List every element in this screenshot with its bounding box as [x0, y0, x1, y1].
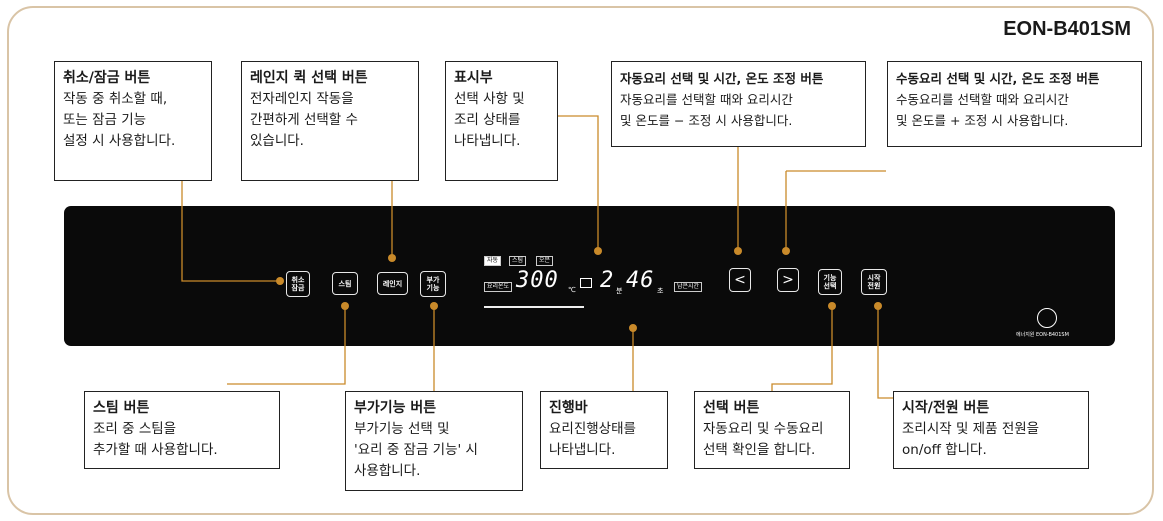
- callout-display: 표시부 선택 사항 및 조리 상태를 나타냅니다.: [445, 61, 558, 181]
- callout-title: 표시부: [454, 70, 493, 86]
- callout-steam: 스팀 버튼 조리 중 스팀을 추가할 때 사용합니다.: [84, 391, 280, 469]
- callout-desc: 작동 중 취소할 때, 또는 잠금 기능 설정 시 사용합니다.: [63, 91, 176, 149]
- callout-auto-adjust: 자동요리 선택 및 시간, 온도 조정 버튼 자동요리를 선택할 때와 요리시간…: [611, 61, 866, 147]
- second-unit: 초: [657, 287, 664, 295]
- callout-desc: 자동요리를 선택할 때와 요리시간 및 온도를 − 조정 시 사용합니다.: [620, 92, 793, 128]
- callout-cancel-lock: 취소/잠금 버튼 작동 중 취소할 때, 또는 잠금 기능 설정 시 사용합니다…: [54, 61, 212, 181]
- temp-readout: 300: [516, 268, 559, 293]
- callout-desc: 요리진행상태를 나타냅니다.: [549, 421, 636, 458]
- callout-progress: 진행바 요리진행상태를 나타냅니다.: [540, 391, 668, 469]
- progress-bar: [484, 306, 584, 308]
- brand-logo-icon: [1037, 308, 1057, 328]
- temp-label-chip: 요리온도: [484, 282, 513, 292]
- callout-title: 부가기능 버튼: [354, 400, 437, 416]
- function-select-button[interactable]: 기능 선택: [818, 269, 842, 295]
- callout-select: 선택 버튼 자동요리 및 수동요리 선택 확인을 합니다.: [694, 391, 850, 469]
- callout-desc: 조리시작 및 제품 전원을 on/off 합니다.: [902, 421, 1040, 458]
- callout-title: 취소/잠금 버튼: [63, 70, 151, 86]
- mode-chip-oven: 오븐: [536, 256, 554, 266]
- cancel-lock-button[interactable]: 취소 잠금: [286, 271, 310, 297]
- right-arrow-button[interactable]: >: [777, 268, 799, 292]
- callout-extra: 부가기능 버튼 부가기능 선택 및 '요리 중 잠금 기능' 시 사용합니다.: [345, 391, 523, 491]
- callout-title: 선택 버튼: [703, 400, 760, 416]
- callout-desc: 전자레인지 작동을 간편하게 선택할 수 있습니다.: [250, 91, 358, 149]
- callout-title: 자동요리 선택 및 시간, 온도 조정 버튼: [620, 71, 824, 86]
- second-readout: 46: [626, 268, 655, 293]
- callout-title: 스팀 버튼: [93, 400, 150, 416]
- callout-start-power: 시작/전원 버튼 조리시작 및 제품 전원을 on/off 합니다.: [893, 391, 1089, 469]
- callout-desc: 자동요리 및 수동요리 선택 확인을 합니다.: [703, 421, 824, 458]
- mode-chip-steam: 스팀: [509, 256, 527, 266]
- temp-unit: ℃: [568, 286, 576, 294]
- callout-desc: 조리 중 스팀을 추가할 때 사용합니다.: [93, 421, 218, 458]
- model-name: EON-B401SM: [1003, 18, 1131, 40]
- callout-desc: 부가기능 선택 및 '요리 중 잠금 기능' 시 사용합니다.: [354, 421, 478, 479]
- callout-desc: 선택 사항 및 조리 상태를 나타냅니다.: [454, 91, 525, 149]
- range-quick-button[interactable]: 레인지: [377, 272, 408, 295]
- remaining-time-chip: 남은시간: [674, 282, 703, 292]
- steam-button[interactable]: 스팀: [332, 272, 358, 295]
- timer-icon: [580, 278, 592, 288]
- extra-function-button[interactable]: 부가 기능: [420, 271, 446, 297]
- callout-title: 수동요리 선택 및 시간, 온도 조정 버튼: [896, 71, 1100, 86]
- brand-logo-text: 에너지원 EON-B401SM: [1016, 332, 1069, 338]
- minute-readout: 2: [600, 268, 614, 293]
- left-arrow-button[interactable]: <: [729, 268, 751, 292]
- callout-title: 레인지 퀵 선택 버튼: [250, 70, 368, 86]
- callout-title: 시작/전원 버튼: [902, 400, 990, 416]
- minute-unit: 분: [616, 287, 623, 295]
- callout-range-quick: 레인지 퀵 선택 버튼 전자레인지 작동을 간편하게 선택할 수 있습니다.: [241, 61, 419, 181]
- callout-desc: 수동요리를 선택할 때와 요리시간 및 온도를 + 조정 시 사용합니다.: [896, 92, 1069, 128]
- control-panel: 취소 잠금 스팀 레인지 부가 기능 자동 스팀 오븐 요리온도 300 ℃ 2…: [64, 206, 1115, 346]
- mode-chip-auto: 자동: [484, 256, 502, 266]
- start-power-button[interactable]: 시작 전원: [861, 269, 887, 295]
- callout-manual-adjust: 수동요리 선택 및 시간, 온도 조정 버튼 수동요리를 선택할 때와 요리시간…: [887, 61, 1142, 147]
- outer-frame: [7, 6, 1154, 515]
- callout-title: 진행바: [549, 400, 588, 416]
